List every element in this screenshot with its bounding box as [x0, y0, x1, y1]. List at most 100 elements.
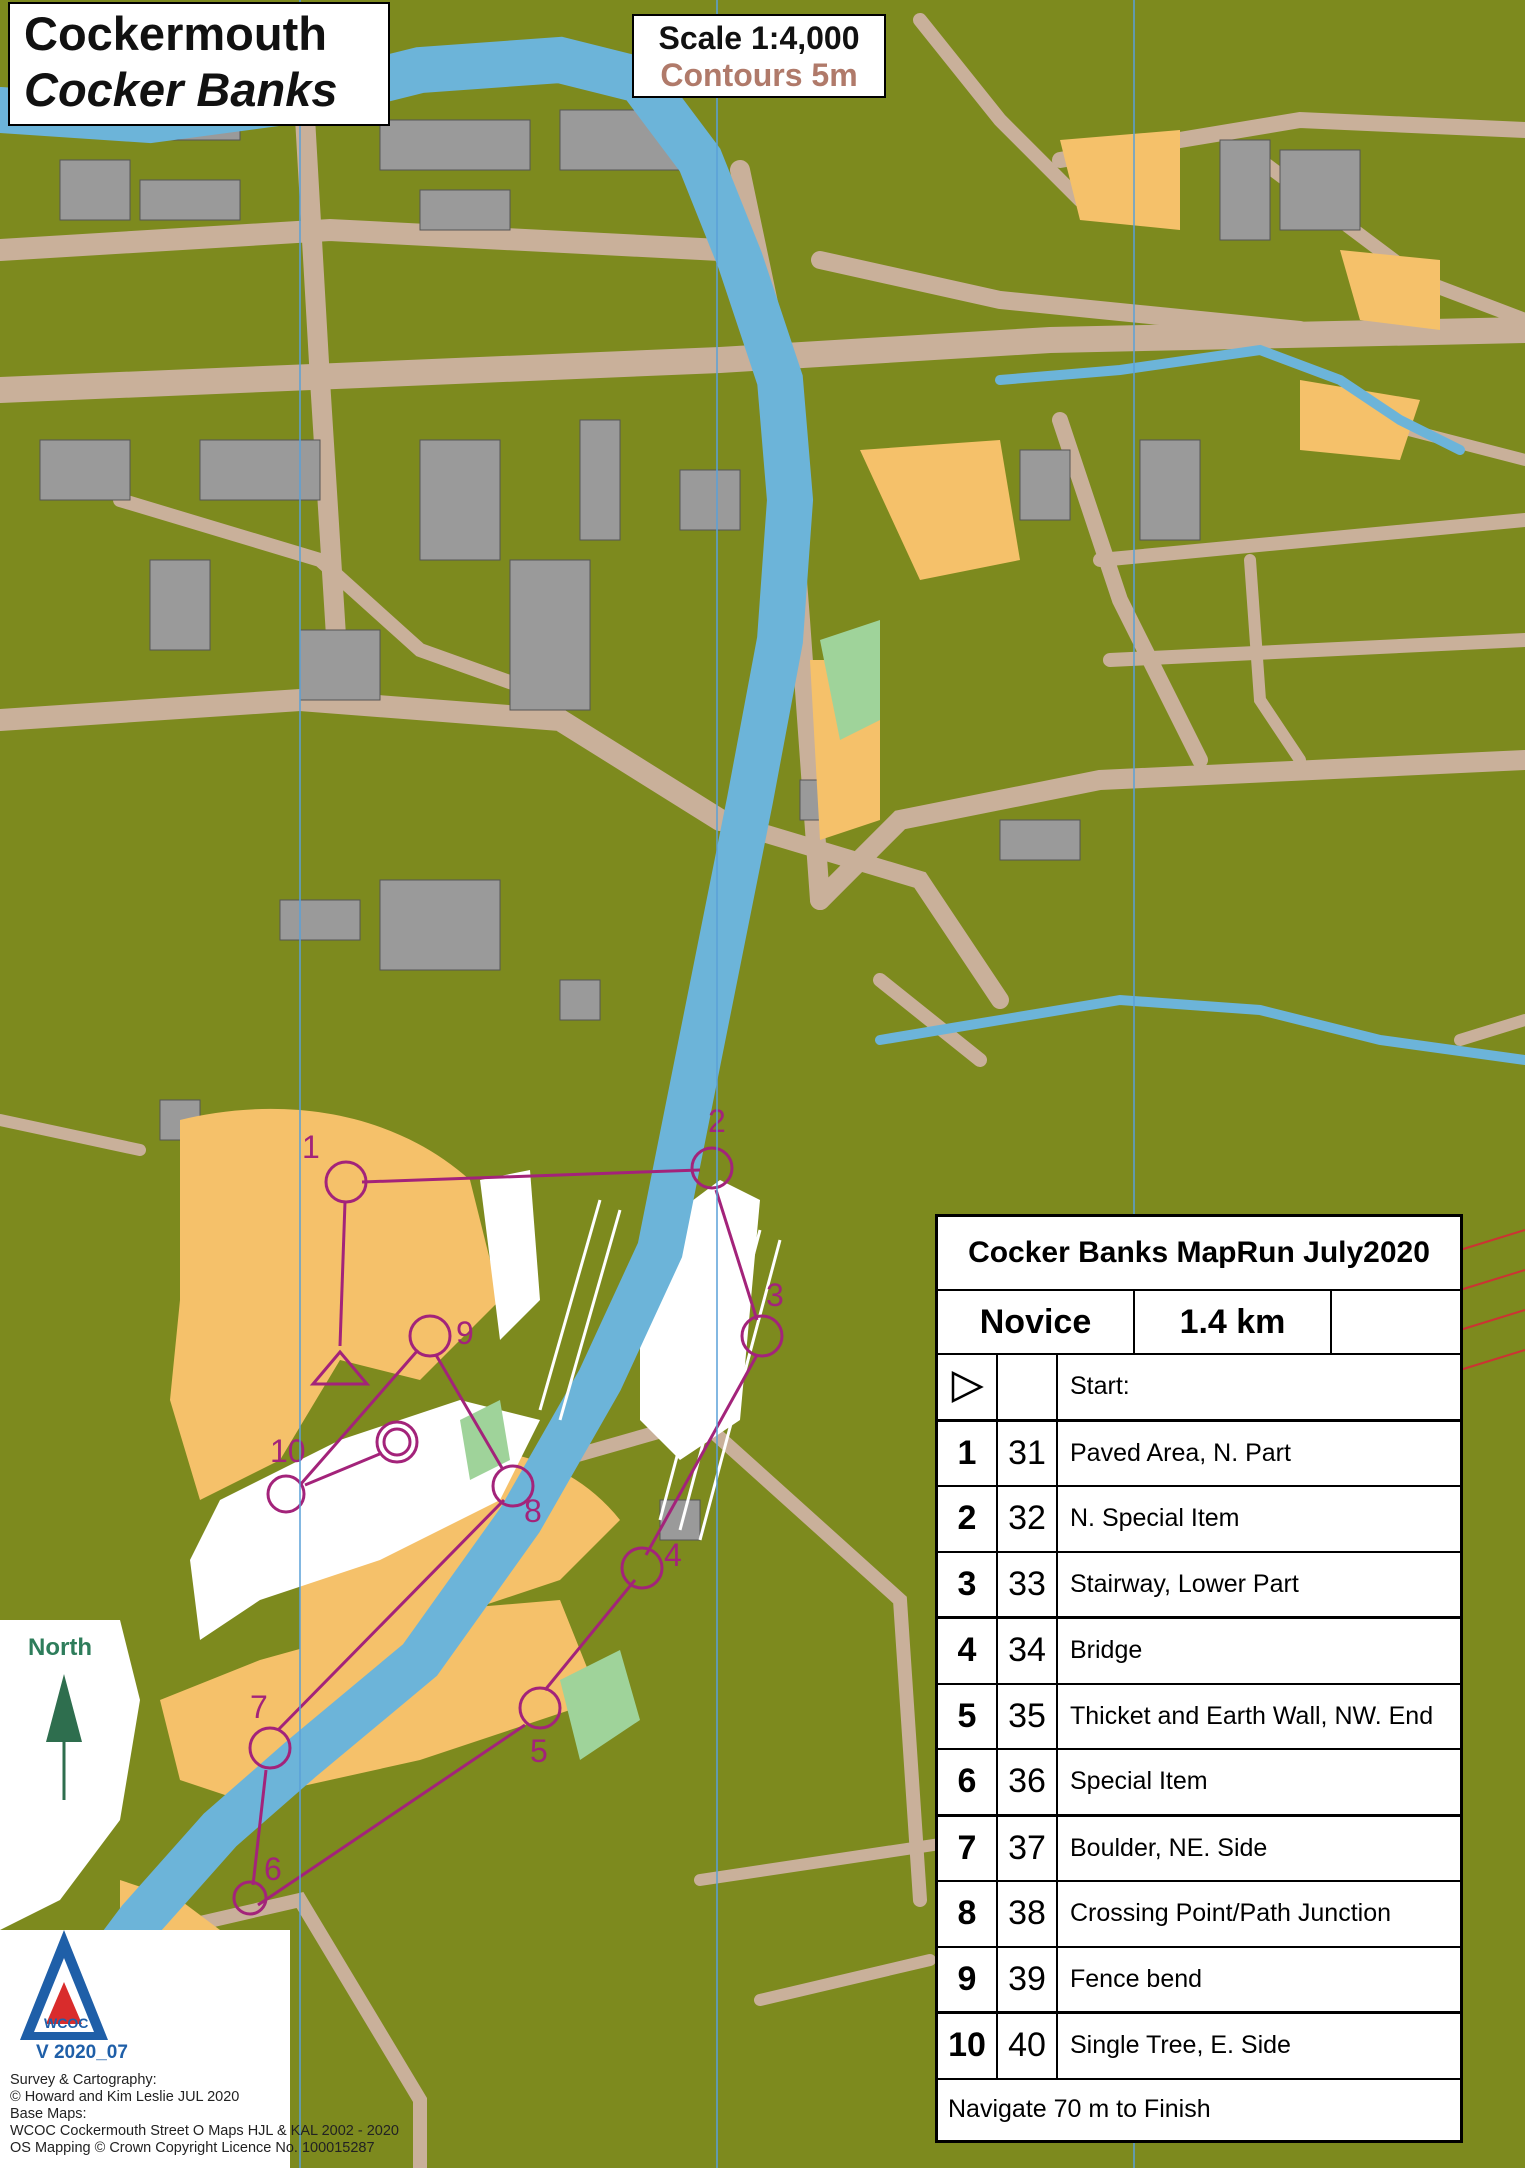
leg-5-6: [257, 1723, 526, 1907]
control-1: [324, 1160, 368, 1204]
control-number-1: 1: [302, 1129, 320, 1165]
control-code: 34: [998, 1619, 1058, 1683]
control-code: 37: [998, 1816, 1058, 1880]
leg-4-5: [543, 1579, 637, 1691]
control-code: 36: [998, 1750, 1058, 1814]
map-subtitle: Cocker Banks: [24, 63, 338, 116]
leg-3-4: [644, 1354, 759, 1556]
course-name: Novice: [938, 1291, 1135, 1353]
control-row: 3 33 Stairway, Lower Part: [938, 1552, 1460, 1619]
credit-line: © Howard and Kim Leslie JUL 2020: [10, 2089, 240, 2105]
contours-label: Contours 5m: [660, 57, 858, 93]
control-8: [491, 1464, 535, 1508]
control-number-9: 9: [456, 1315, 474, 1351]
leg-6-7: [251, 1769, 268, 1886]
control-description: Stairway, Lower Part: [1070, 1569, 1299, 1598]
control-row: 6 36 Special Item: [938, 1750, 1460, 1817]
control-number: 9: [938, 1947, 998, 2011]
north-panel: [0, 1620, 140, 1930]
start-code-cell: [998, 1355, 1058, 1419]
leg-10-finish: [304, 1451, 383, 1487]
control-number-7: 7: [250, 1689, 268, 1725]
control-code: 40: [998, 2014, 1058, 2078]
version-label: V 2020_07: [36, 2042, 128, 2063]
credit-line: Survey & Cartography:: [10, 2072, 157, 2088]
control-description: Thicket and Earth Wall, NW. End: [1070, 1701, 1434, 1730]
control-number-8: 8: [524, 1493, 542, 1529]
control-2: [690, 1146, 734, 1190]
control-7: [248, 1726, 292, 1770]
control-number-6: 6: [264, 1851, 282, 1887]
control-number: 7: [938, 1816, 998, 1880]
control-number: 2: [938, 1487, 998, 1551]
control-row: 8 38 Crossing Point/Path Junction: [938, 1882, 1460, 1948]
control-numbers: 1 2 3 4 5 6 7 8 9 10: [250, 1103, 784, 1887]
control-code: 39: [998, 1947, 1058, 2011]
control-row: 7 37 Boulder, NE. Side: [938, 1816, 1460, 1882]
scale-box: Scale 1:4,000 Contours 5m: [632, 14, 886, 98]
control-code: 35: [998, 1684, 1058, 1748]
start-triangle-icon: [938, 1355, 998, 1419]
control-number: 1: [938, 1421, 998, 1485]
start-row: Start:: [938, 1355, 1460, 1422]
finish-inner: [382, 1427, 412, 1457]
control-row: 4 34 Bridge: [938, 1619, 1460, 1685]
scale-label: Scale 1:4,000: [658, 20, 860, 56]
control-row: 1 31 Paved Area, N. Part: [938, 1421, 1460, 1487]
north-arrow-icon: [46, 1674, 82, 1742]
control-number: 10: [938, 2014, 998, 2078]
credit-line: Base Maps:: [10, 2106, 87, 2122]
credits: Survey & Cartography: © Howard and Kim L…: [10, 2072, 399, 2157]
control-number: 6: [938, 1750, 998, 1814]
control-number: 3: [938, 1552, 998, 1616]
leg-2-3: [714, 1189, 759, 1321]
event-name: Cocker Banks MapRun July2020: [938, 1217, 1460, 1291]
out-of-bounds: [1459, 1229, 1525, 1371]
control-code: 33: [998, 1552, 1058, 1616]
credit-line: WCOC Cockermouth Street O Maps HJL & KAL…: [10, 2123, 399, 2139]
control-description: Paved Area, N. Part: [1070, 1438, 1291, 1467]
course-info-row: Novice 1.4 km: [938, 1291, 1460, 1355]
leg-1-2: [361, 1168, 701, 1184]
leg-8-9: [434, 1354, 504, 1469]
control-description: Crossing Point/Path Junction: [1070, 1899, 1392, 1928]
control-code: 31: [998, 1421, 1058, 1485]
leg-9-10: [298, 1349, 420, 1486]
control-row: 10 40 Single Tree, E. Side: [938, 2014, 1460, 2080]
leg-start-1: [338, 1201, 347, 1347]
control-description: Bridge: [1070, 1636, 1143, 1665]
control-5: [518, 1686, 562, 1730]
course-lines: [251, 1168, 759, 1907]
control-description: Boulder, NE. Side: [1070, 1833, 1268, 1862]
control-number: 4: [938, 1619, 998, 1683]
control-code: 38: [998, 1882, 1058, 1946]
credit-line: OS Mapping © Crown Copyright Licence No.…: [10, 2140, 375, 2156]
control-descriptions: Cocker Banks MapRun July2020 Novice 1.4 …: [935, 1214, 1463, 2143]
logo-text: WCOC: [44, 2015, 88, 2031]
control-description: N. Special Item: [1070, 1504, 1240, 1533]
control-row: 2 32 N. Special Item: [938, 1487, 1460, 1553]
control-row: 5 35 Thicket and Earth Wall, NW. End: [938, 1684, 1460, 1750]
finish-instruction: Navigate 70 m to Finish: [948, 2095, 1211, 2123]
road-network: [0, 13, 1525, 2168]
control-row: 9 39 Fence bend: [938, 1947, 1460, 2014]
control-description: Special Item: [1070, 1767, 1208, 1796]
start-triangle: [309, 1349, 371, 1386]
control-number: 8: [938, 1882, 998, 1946]
control-code: 32: [998, 1487, 1058, 1551]
finish-outer: [375, 1420, 419, 1464]
control-number: 5: [938, 1684, 998, 1748]
wcoc-logo-icon: [20, 1930, 108, 2040]
river-cocker: [0, 36, 1525, 2083]
course-length: 1.4 km: [1135, 1291, 1332, 1353]
control-number-5: 5: [530, 1733, 548, 1769]
map-title-box: Cockermouth Cocker Banks: [8, 2, 390, 126]
control-number-4: 4: [664, 1537, 682, 1573]
control-description: Fence bend: [1070, 1964, 1203, 1993]
steep-bank: [538, 1199, 782, 1541]
control-circles: [232, 1146, 784, 1916]
control-description: Single Tree, E. Side: [1070, 2031, 1291, 2060]
leg-7-8: [276, 1498, 506, 1732]
control-9: [408, 1314, 452, 1358]
control-4: [620, 1546, 664, 1590]
